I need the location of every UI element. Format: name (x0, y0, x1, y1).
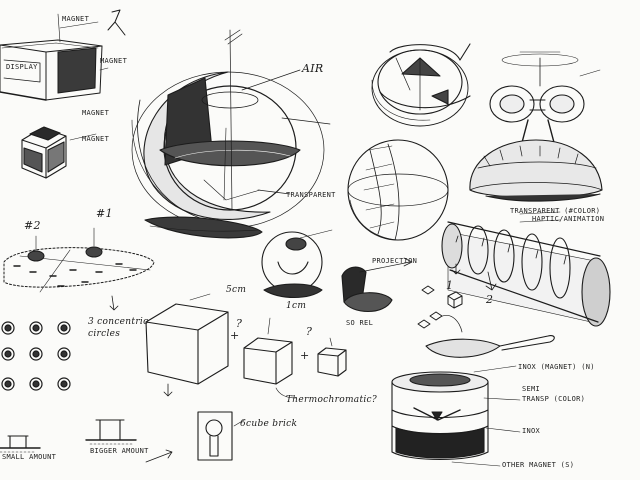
label-magnet-low: MAGNET (82, 135, 110, 143)
cube-arrows (109, 295, 119, 311)
label-inox-magnet: INOX (MAGNET) (N) (518, 363, 595, 371)
binocular-sketch (469, 51, 603, 202)
label-magnet-small: MAGNET (82, 109, 110, 117)
label-plus-2: + (300, 349, 310, 362)
label-magnet-mid: MAGNET (100, 57, 128, 65)
label-circles: circles (88, 329, 121, 339)
bigger-stand-sketch (85, 419, 173, 463)
label-marker-1: #1 (96, 207, 113, 220)
falling-cubes-sketch (417, 285, 463, 329)
label-bigger-amount: BIGGER AMOUNT (90, 447, 149, 455)
spoon-sketch (425, 315, 555, 358)
label-arrow-1: 1 (446, 279, 454, 292)
label-haptic: HAPTIC/ANIMATION (532, 215, 605, 223)
label-display: DISPLAY (6, 63, 38, 71)
label-other-magnet: OTHER MAGNET (S) (502, 461, 575, 469)
brick-with-hole-sketch (197, 411, 245, 461)
label-marker-2: #2 (24, 219, 41, 232)
label-projection: PROJECTION (372, 257, 418, 265)
cup-in-sphere-sketch (261, 229, 333, 298)
large-cube-sketch (145, 293, 229, 397)
display-box-sketch (0, 13, 109, 101)
label-small-amount: SMALL AMOUNT (2, 453, 57, 461)
label-transp-color: TRANSP (COLOR) (522, 395, 586, 403)
rotating-sphere-sketch (371, 43, 471, 127)
label-question-2: ? (306, 325, 313, 338)
label-cube-brick: 6cube brick (240, 419, 298, 429)
numbered-sphere-sketch (347, 139, 449, 241)
label-thermochromatic: Thermochromatic? (286, 395, 377, 405)
label-plus-1: + (230, 329, 240, 342)
label-semi: SEMI (522, 385, 541, 393)
small-stand-sketch (0, 435, 41, 453)
small-cube-sketch (21, 126, 97, 179)
label-1cm: 1cm (286, 301, 307, 311)
medium-cube-sketch (243, 317, 297, 399)
crescent-chair-sketch (131, 29, 331, 239)
segmented-cylinder-sketch (441, 211, 611, 327)
label-so-rel: SO REL (346, 319, 374, 327)
mat-with-markers-sketch (3, 227, 155, 293)
inox-cylinder-sketch (391, 365, 521, 467)
label-arrow-2: 2 (486, 293, 494, 306)
label-air: AIR (302, 62, 324, 75)
label-question-1: ? (236, 317, 243, 330)
projection-device-sketch (341, 257, 413, 312)
label-inox: INOX (522, 427, 541, 435)
tiny-cube-sketch (317, 337, 347, 377)
label-transparent-mid: TRANSPARENT (286, 191, 336, 199)
label-magnet-top: MAGNET (62, 15, 90, 23)
label-5cm: 5cm (226, 285, 247, 295)
magnet-corner-mark (107, 9, 126, 36)
label-three-concentric: 3 concentric (88, 317, 149, 327)
circle-grid-sketch (1, 321, 71, 391)
label-transparent-color: TRANSPARENT (#COLOR) (510, 207, 601, 215)
